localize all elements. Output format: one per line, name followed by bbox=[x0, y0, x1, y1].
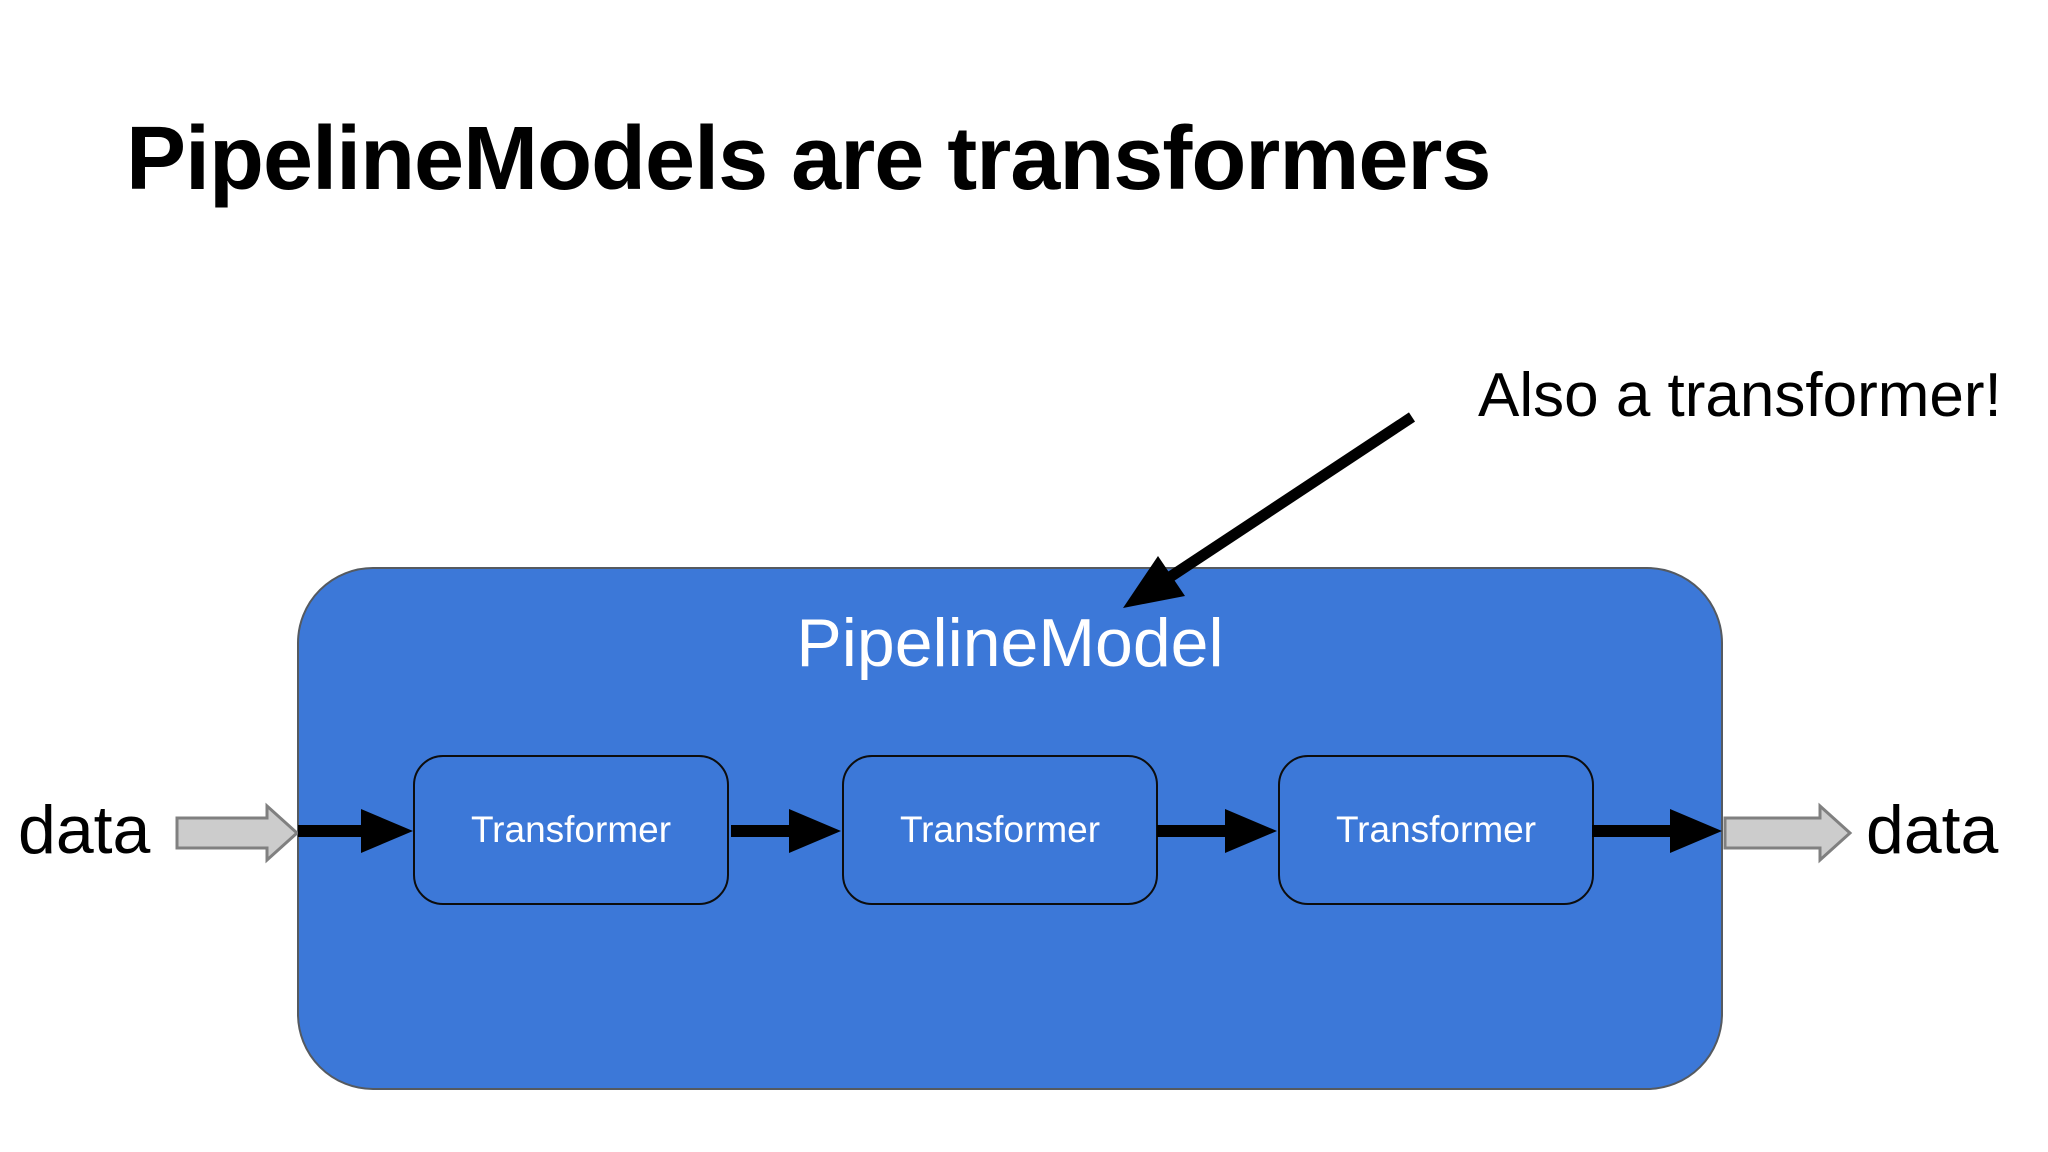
transformer-box-3: Transformer bbox=[1278, 755, 1594, 905]
data-output-label: data bbox=[1866, 792, 1999, 868]
page-title: PipelineModels are transformers bbox=[126, 109, 1491, 209]
transformer-label-1: Transformer bbox=[470, 809, 672, 850]
transformer-label-2: Transformer bbox=[899, 809, 1101, 850]
data-input-label: data bbox=[18, 792, 151, 868]
data-output-arrow-icon bbox=[1723, 802, 1853, 864]
data-input-arrow-icon bbox=[175, 802, 300, 864]
transformer-label-3: Transformer bbox=[1335, 809, 1537, 850]
transformer-box-2: Transformer bbox=[842, 755, 1158, 905]
annotation-text: Also a transformer! bbox=[1478, 361, 2002, 430]
pipeline-model-label: PipelineModel bbox=[796, 605, 1224, 681]
transformer-box-1: Transformer bbox=[413, 755, 729, 905]
